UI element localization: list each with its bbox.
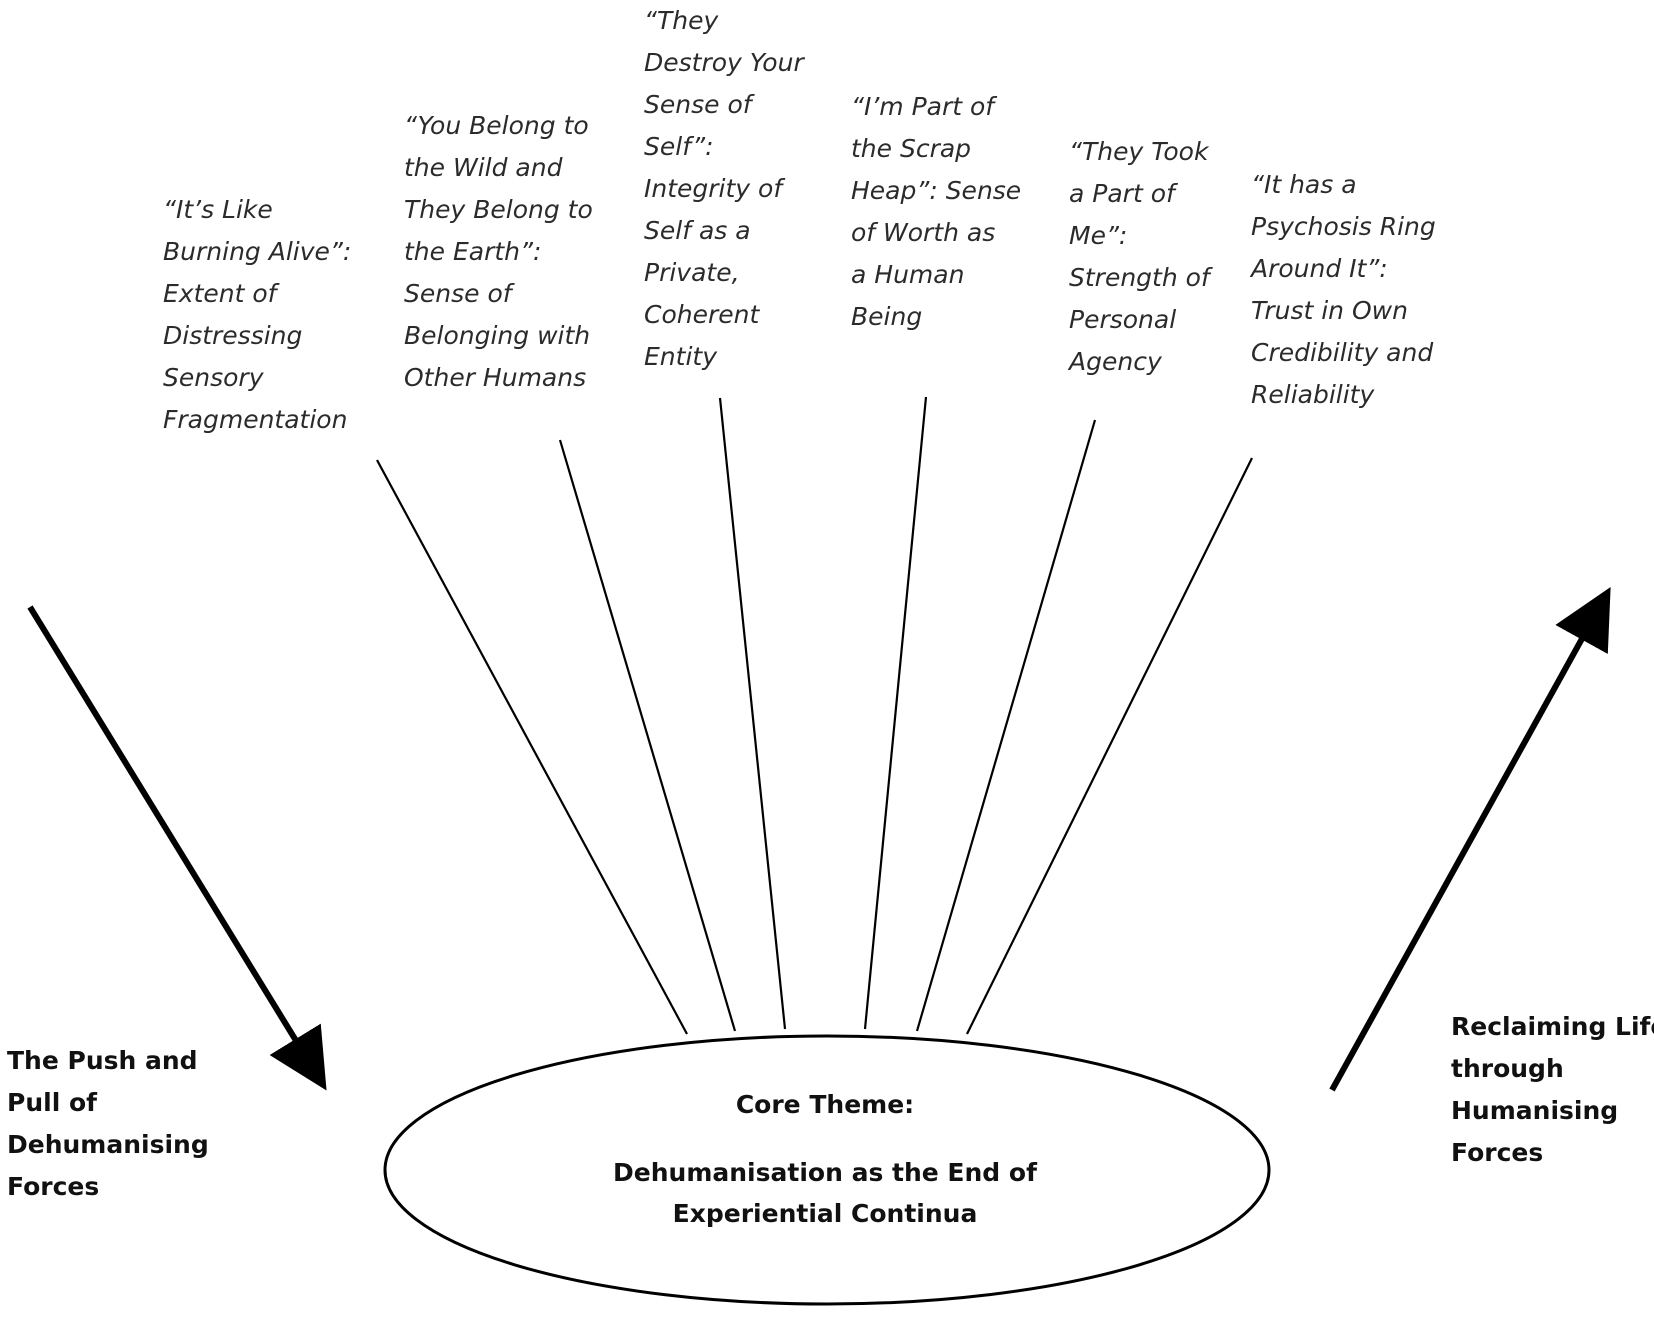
text-line: Reclaiming Life (1451, 1012, 1654, 1041)
text-line: Private, (644, 258, 740, 287)
text-line: “It’s Like (163, 195, 273, 224)
connector-line-2 (558, 439, 737, 1032)
core-theme-text: Core Theme: Dehumanisation as the End of… (470, 1084, 1180, 1234)
text-line: Integrity of (644, 174, 783, 203)
text-line: “It has a (1251, 170, 1357, 199)
subtheme-took-part: “They Took a Part of Me”: Strength of Person… (1069, 131, 1210, 383)
text-line: a Human (851, 260, 965, 289)
push-pull-arrow (27, 605, 327, 1091)
text-line: Around It”: (1251, 254, 1388, 283)
text-line: Humanising (1451, 1096, 1619, 1125)
text-line: Reliability (1251, 380, 1375, 409)
text-line: “I’m Part of (851, 92, 995, 121)
text-line: Trust in Own (1251, 296, 1408, 325)
text-line: Credibility and (1251, 338, 1434, 367)
core-theme-ellipse (383, 1034, 1271, 1306)
text-line: Psychosis Ring (1251, 212, 1436, 241)
connector-line-6 (966, 457, 1253, 1035)
core-theme-title: Dehumanisation as the End of Experientia… (613, 1158, 1037, 1228)
text-line: Me”: (1069, 221, 1128, 250)
text-line: the Wild and (404, 153, 563, 182)
connector-line-3 (718, 397, 787, 1030)
text-line: Forces (1451, 1138, 1544, 1167)
text-line: Pull of (7, 1088, 98, 1117)
text-line: They Belong to (404, 195, 593, 224)
text-line: Agency (1069, 347, 1162, 376)
connector-line-1 (376, 459, 688, 1035)
text-line: the Earth”: (404, 237, 542, 266)
text-line: of Worth as (851, 218, 996, 247)
text-line: Fragmentation (163, 405, 348, 434)
text-line: Sense of (644, 90, 752, 119)
text-line: Entity (644, 342, 717, 371)
text-line: “They Took (1069, 137, 1209, 166)
text-line: Destroy Your (644, 48, 804, 77)
text-line: Extent of (163, 279, 277, 308)
text-line: the Scrap (851, 134, 972, 163)
text-line: Heap”: Sense (851, 176, 1022, 205)
reclaiming-arrow (1329, 587, 1611, 1092)
text-line: The Push and (7, 1046, 198, 1075)
text-line: Being (851, 302, 923, 331)
text-line: Burning Alive”: (163, 237, 352, 266)
connector-line-5 (915, 419, 1097, 1032)
text-line: Forces (7, 1172, 100, 1201)
connector-line-4 (863, 396, 928, 1030)
text-line: Sense of (404, 279, 512, 308)
text-line: Personal (1069, 305, 1177, 334)
text-line: Dehumanising (7, 1130, 209, 1159)
text-line: “They (644, 6, 719, 35)
text-line: Belonging with (404, 321, 591, 350)
core-theme-label: Core Theme: (735, 1090, 915, 1119)
text-line: Self”: (644, 132, 714, 161)
text-line: “You Belong to (404, 111, 589, 140)
text-line: Strength of (1069, 263, 1210, 292)
text-line: Coherent (644, 300, 760, 329)
text-line: Sensory (163, 363, 264, 392)
text-line: Distressing (163, 321, 303, 350)
text-line: through (1451, 1054, 1564, 1083)
text-line: a Part of (1069, 179, 1175, 208)
text-line: Self as a (644, 216, 751, 245)
text-line: Other Humans (404, 363, 587, 392)
